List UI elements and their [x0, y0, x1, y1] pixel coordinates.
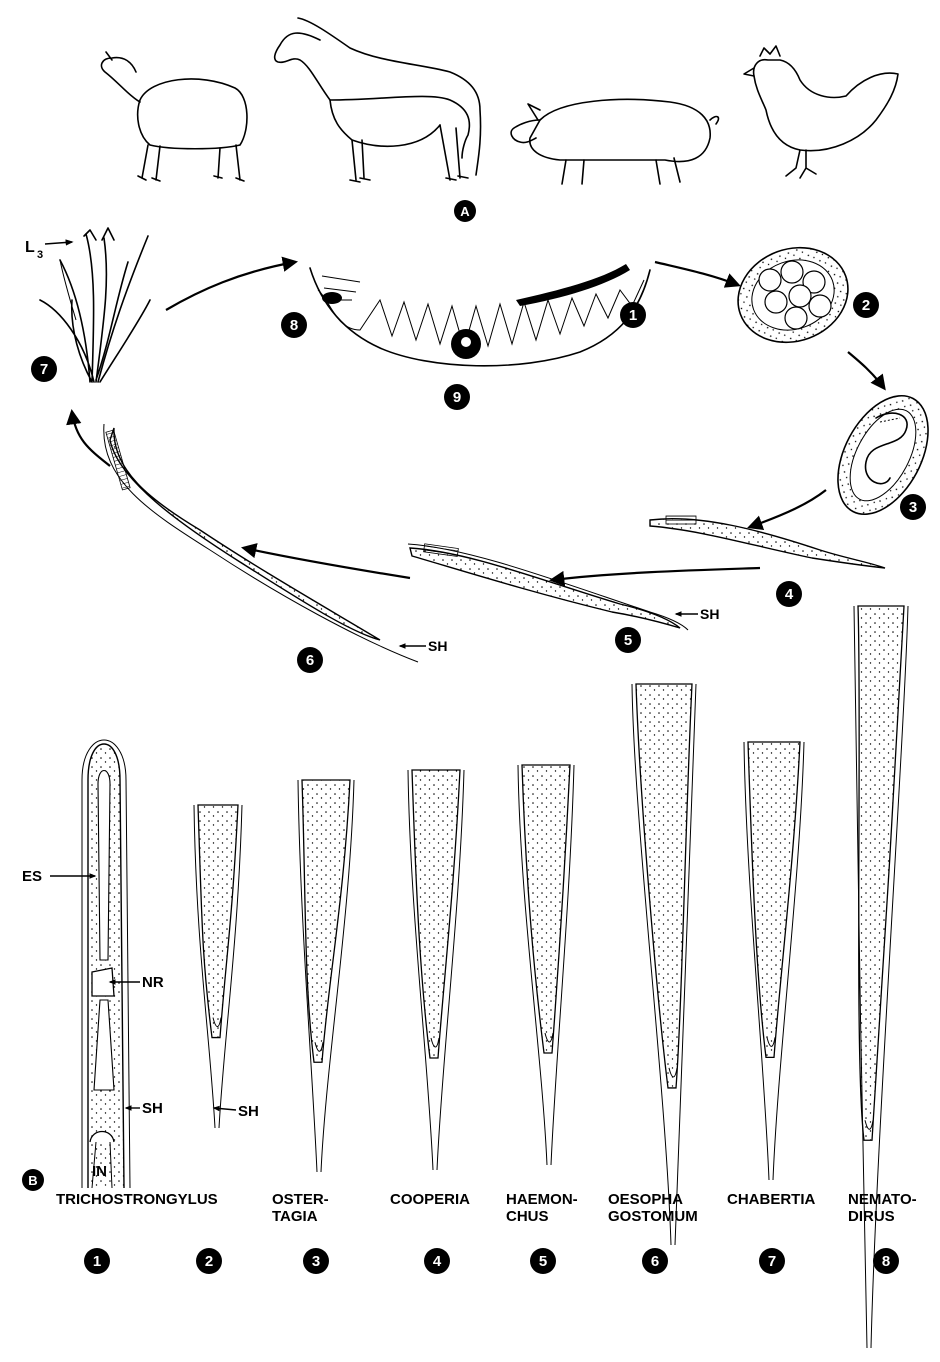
- larval-tails: [194, 606, 908, 1348]
- svg-text:DIRUS: DIRUS: [848, 1208, 895, 1225]
- sheath-label-6: SH: [400, 638, 447, 654]
- svg-text:SH: SH: [700, 606, 719, 622]
- anatomy-in: IN: [92, 1163, 107, 1180]
- stage-badge-2: 2: [853, 292, 879, 318]
- svg-text:CHUS: CHUS: [506, 1208, 549, 1225]
- anatomy-sh: SH: [126, 1100, 163, 1117]
- l3-label: L 3: [25, 239, 72, 261]
- svg-text:5: 5: [624, 632, 632, 649]
- svg-text:B: B: [28, 1173, 37, 1188]
- stage-badge-9: 9: [444, 384, 470, 410]
- egg-icon: [725, 233, 862, 358]
- svg-text:SH: SH: [238, 1103, 259, 1120]
- anatomy-es: ES: [22, 868, 95, 885]
- larval-tail-8: [854, 606, 908, 1348]
- svg-text:NR: NR: [142, 974, 164, 991]
- intestine-section: [310, 264, 650, 366]
- genus-labels: TRICHOSTRONGYLUS OSTER-TAGIA COOPERIA HAEMO…: [56, 1191, 917, 1225]
- genus-label-8: NEMATO-DIRUS: [848, 1191, 917, 1225]
- stage-badge-3: 3: [900, 494, 926, 520]
- larva-stage-6: [104, 424, 418, 662]
- larval-tail-3: [298, 780, 354, 1172]
- svg-text:9: 9: [453, 389, 461, 406]
- svg-text:5: 5: [539, 1253, 547, 1270]
- stage-badge-6: 6: [297, 647, 323, 673]
- stage-badge-5: 5: [615, 627, 641, 653]
- pig-icon: [511, 99, 718, 184]
- svg-text:GOSTOMUM: GOSTOMUM: [608, 1208, 698, 1225]
- genus-badge-5: 5: [530, 1248, 556, 1274]
- svg-text:3: 3: [37, 249, 43, 261]
- larva-stage-4: [650, 516, 885, 568]
- svg-text:HAEMON-: HAEMON-: [506, 1191, 578, 1208]
- svg-text:8: 8: [882, 1253, 890, 1270]
- svg-text:1: 1: [629, 307, 637, 324]
- stage-badge-1: 1: [620, 302, 646, 328]
- genus-badge-1: 1: [84, 1248, 110, 1274]
- svg-text:ES: ES: [22, 868, 42, 885]
- genus-label-7: CHABERTIA: [727, 1191, 815, 1208]
- genus-badge-2: 2: [196, 1248, 222, 1274]
- grass-icon: [40, 228, 150, 382]
- larval-tail-4: [408, 770, 464, 1170]
- svg-text:TAGIA: TAGIA: [272, 1208, 318, 1225]
- genus-badge-3: 3: [303, 1248, 329, 1274]
- genus-badges: 1 2 3 4 5 6 7 8: [84, 1248, 899, 1274]
- stage-badge-4: 4: [776, 581, 802, 607]
- svg-text:3: 3: [909, 499, 917, 516]
- larval-tail-2: [194, 805, 242, 1128]
- svg-text:CHABERTIA: CHABERTIA: [727, 1191, 815, 1208]
- svg-text:NEMATO-: NEMATO-: [848, 1191, 917, 1208]
- larval-tail-6: [632, 684, 696, 1245]
- panel-b-badge: B: [22, 1169, 44, 1191]
- chicken-icon: [744, 46, 898, 178]
- genus-label-5: HAEMON-CHUS: [506, 1191, 578, 1225]
- larval-tail-7: [744, 742, 804, 1180]
- svg-text:4: 4: [433, 1253, 442, 1270]
- svg-text:A: A: [460, 204, 470, 219]
- svg-text:1: 1: [93, 1253, 101, 1270]
- panel-a-badge: A: [454, 200, 476, 222]
- horse-icon: [275, 18, 481, 182]
- svg-text:SH: SH: [428, 638, 447, 654]
- genus-badge-8: 8: [873, 1248, 899, 1274]
- svg-text:TRICHOSTRONGYLUS: TRICHOSTRONGYLUS: [56, 1191, 218, 1208]
- stage-badge-7: 7: [31, 356, 57, 382]
- larva-stage-5: [408, 544, 688, 630]
- svg-text:COOPERIA: COOPERIA: [390, 1191, 470, 1208]
- svg-text:OSTER-: OSTER-: [272, 1191, 329, 1208]
- svg-text:SH: SH: [142, 1100, 163, 1117]
- sheep-icon: [101, 52, 246, 181]
- svg-text:OESOPHA: OESOPHA: [608, 1191, 683, 1208]
- stage-badge-8: 8: [281, 312, 307, 338]
- svg-text:6: 6: [651, 1253, 659, 1270]
- genus-badge-7: 7: [759, 1248, 785, 1274]
- sheath-label-5: SH: [676, 606, 719, 622]
- genus-badge-4: 4: [424, 1248, 450, 1274]
- svg-text:8: 8: [290, 317, 298, 334]
- svg-text:4: 4: [785, 586, 794, 603]
- genus-badge-6: 6: [642, 1248, 668, 1274]
- svg-text:7: 7: [40, 361, 48, 378]
- genus-label-1: TRICHOSTRONGYLUS: [56, 1191, 218, 1208]
- genus-label-4: COOPERIA: [390, 1191, 470, 1208]
- svg-text:6: 6: [306, 652, 314, 669]
- svg-text:2: 2: [205, 1253, 213, 1270]
- svg-text:L: L: [25, 239, 35, 256]
- larva-trichostrongylus: [82, 740, 130, 1188]
- svg-text:7: 7: [768, 1253, 776, 1270]
- svg-text:2: 2: [862, 297, 870, 314]
- svg-text:3: 3: [312, 1253, 320, 1270]
- svg-text:IN: IN: [92, 1163, 107, 1180]
- genus-label-3: OSTER-TAGIA: [272, 1191, 329, 1225]
- larval-tail-5: [518, 765, 574, 1165]
